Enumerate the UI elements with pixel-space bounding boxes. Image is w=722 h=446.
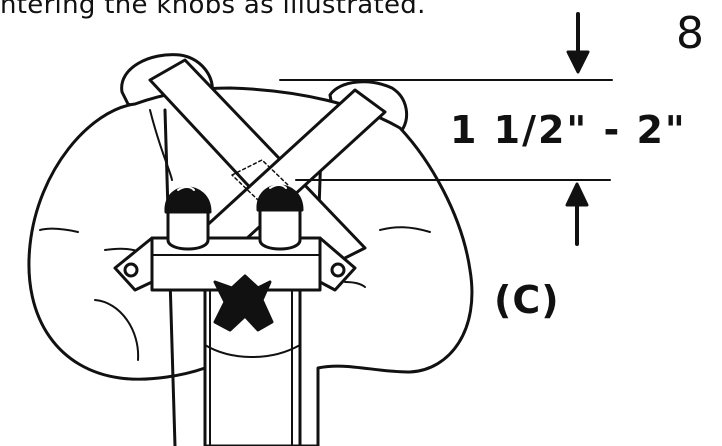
left-knob xyxy=(164,186,212,251)
arrow-up-icon xyxy=(565,182,589,246)
dark-clip xyxy=(213,274,274,332)
instruction-caption: ntering the knobs as illustrated. xyxy=(0,0,426,20)
right-knob xyxy=(256,184,304,251)
measurement-label: 1 1/2" - 2" xyxy=(450,108,687,152)
part-label: (C) xyxy=(494,278,560,322)
arrow-down-icon xyxy=(566,12,590,74)
step-number: 8 xyxy=(676,8,704,59)
